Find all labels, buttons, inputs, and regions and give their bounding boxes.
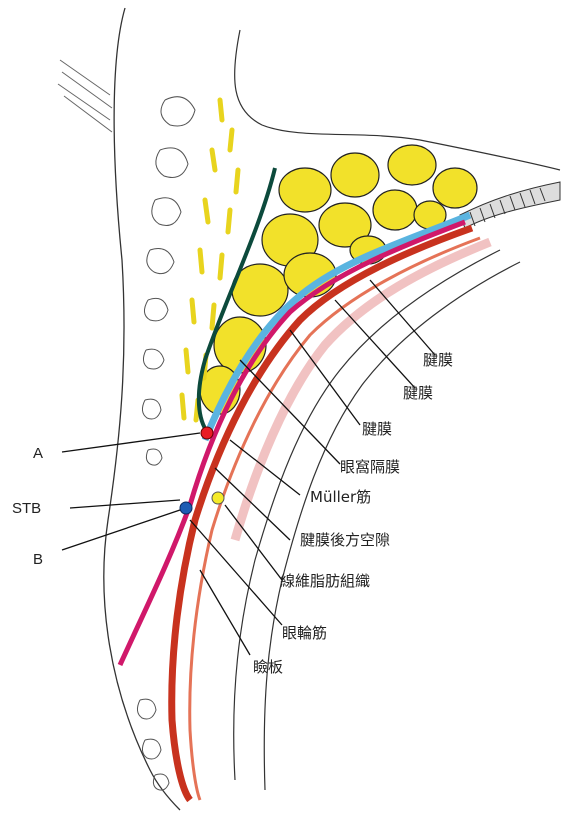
- label-fibrofatty-tissue: 線維脂肪組織: [280, 572, 370, 590]
- label-stb: STB: [12, 500, 41, 518]
- orbicularis-texture: [137, 97, 195, 790]
- frontal-lines: [58, 60, 112, 132]
- inner-line-2: [264, 262, 520, 790]
- label-retroaponeurotic-space: 腱膜後方空隙: [300, 531, 390, 549]
- label-tarsus: 瞼板: [253, 658, 283, 676]
- label-aponeurosis-3: 腱膜: [362, 420, 392, 438]
- label-muller-muscle: Müller筋: [310, 488, 371, 506]
- point-a-marker: [201, 427, 213, 439]
- label-aponeurosis-2: 腱膜: [403, 384, 433, 402]
- label-point-b: B: [33, 551, 43, 569]
- stb-marker: [212, 492, 224, 504]
- label-orbicularis: 眼輪筋: [282, 624, 327, 642]
- point-b-marker: [180, 502, 192, 514]
- label-aponeurosis-1: 腱膜: [423, 351, 453, 369]
- label-point-a: A: [33, 445, 43, 463]
- label-orbital-septum: 眼窩隔膜: [340, 458, 400, 476]
